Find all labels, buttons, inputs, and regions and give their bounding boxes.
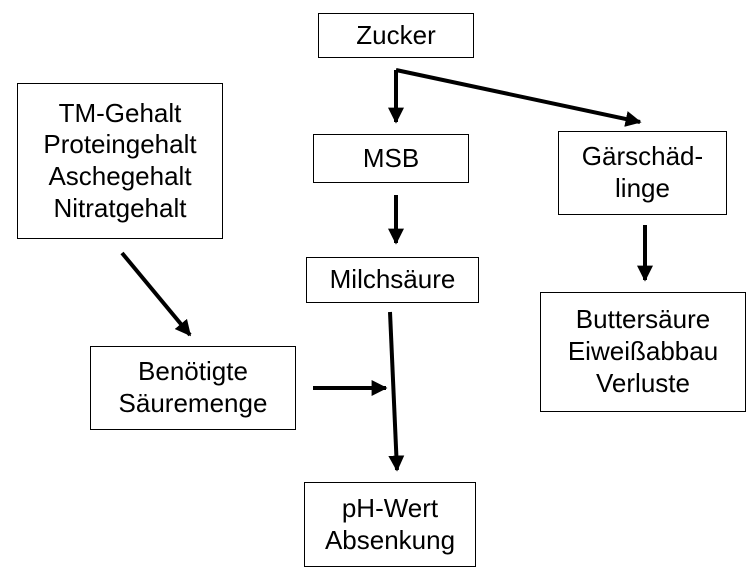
node-label-line: Buttersäure (575, 304, 711, 335)
node-label-line: MSB (362, 142, 420, 173)
node-label-line: linge (615, 173, 670, 203)
node-label-line: Gärschäd- (581, 141, 704, 172)
node-gaerschaedlinge-text: Gärschäd-linge (582, 141, 703, 204)
node-msb: MSB (313, 134, 469, 183)
node-label-line: pH-Wert (341, 492, 439, 523)
node-gaerschaedlinge: Gärschäd-linge (558, 131, 727, 215)
node-label-line: Säuremenge (118, 388, 268, 418)
node-label-line: Aschegehalt (48, 161, 192, 191)
node-label-line: Zucker (356, 19, 436, 50)
node-milchsaeure: Milchsäure (306, 257, 479, 303)
node-label-line: Nitratgehalt (53, 192, 187, 223)
node-label-line: TM-Gehalt (58, 97, 182, 128)
node-label-line: Verluste (596, 367, 690, 398)
arrow-inhaltsstoffe-to-saeuremenge (120, 251, 192, 337)
node-label-line: Eiweißabbau (567, 336, 719, 367)
node-label-line: Milchsäure (329, 264, 456, 295)
arrow-milchsaeure-to-phwert (388, 311, 405, 472)
node-label-line: Proteingehalt (43, 129, 197, 160)
node-label-line: Benötigte (138, 356, 248, 387)
node-milchsaeure-text: Milchsäure (330, 264, 456, 296)
node-msb-text: MSB (363, 143, 419, 175)
arrow-zucker-to-gaerschaedlinge (395, 68, 642, 127)
node-zucker-text: Zucker (356, 20, 435, 52)
node-zucker: Zucker (318, 13, 474, 58)
node-label-line: Absenkung (324, 524, 456, 555)
